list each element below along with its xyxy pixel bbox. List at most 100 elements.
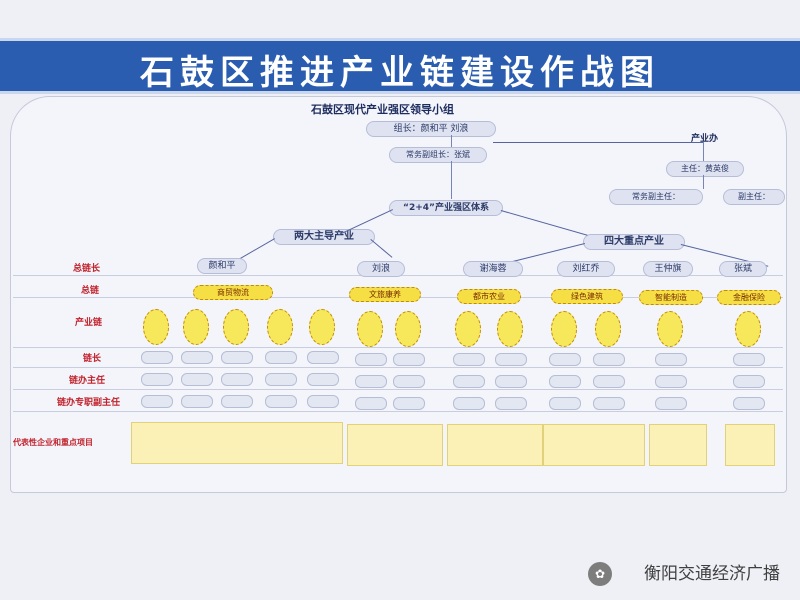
office-deputy-node	[265, 395, 297, 408]
projects-block	[725, 424, 775, 466]
office-director-node	[495, 375, 527, 388]
office-deputy-box: 副主任：	[723, 189, 785, 205]
chain-leader-node	[307, 351, 339, 364]
title-banner: 石鼓区推进产业链建设作战图	[0, 38, 800, 94]
chief-leader-3: 谢海蓉	[463, 261, 523, 277]
wechat-icon: ✿	[588, 562, 612, 586]
chief-leader-1: 颜和平	[197, 258, 247, 274]
projects-block	[649, 424, 707, 466]
executive-deputy-box: 常务副组长：张斌	[389, 147, 487, 163]
chain-leader-node	[141, 351, 173, 364]
office-deputy-node	[221, 395, 253, 408]
chain-green-building: 绿色建筑	[551, 289, 623, 304]
chief-leader-2: 刘浪	[357, 261, 405, 277]
connector	[451, 135, 452, 147]
office-director-node	[733, 375, 765, 388]
office-director-node	[453, 375, 485, 388]
office-deputy-node	[141, 395, 173, 408]
office-deputy-node	[453, 397, 485, 410]
connector	[370, 239, 393, 258]
office-deputy-node	[393, 397, 425, 410]
office-deputy-node	[593, 397, 625, 410]
chain-leader-node	[453, 353, 485, 366]
row-label-chain-leader: 链长	[83, 354, 102, 364]
leaders-box: 组长：颜和平 刘浪	[366, 121, 496, 137]
connector	[703, 142, 704, 161]
industry-chain-oval	[357, 311, 383, 347]
chain-smart-manufacturing: 智能制造	[639, 290, 703, 305]
office-deputy-node	[181, 395, 213, 408]
office-director-node	[221, 373, 253, 386]
projects-block	[543, 424, 645, 466]
row-divider	[13, 347, 783, 348]
chain-leader-node	[355, 353, 387, 366]
chief-leader-6: 张斌	[719, 261, 767, 277]
connector	[500, 210, 588, 236]
office-deputy-node	[307, 395, 339, 408]
row-label-projects: 代表性企业和重点项目	[13, 438, 93, 447]
office-director-node	[655, 375, 687, 388]
row-label-office-deputy: 链办专职副主任	[57, 398, 121, 408]
office-exec-deputy-box: 常务副主任：	[609, 189, 703, 205]
office-deputy-node	[733, 397, 765, 410]
chain-leader-node	[733, 353, 765, 366]
office-director-node	[181, 373, 213, 386]
chain-culture-tourism: 文旅康养	[349, 287, 421, 302]
row-divider	[13, 367, 783, 368]
row-label-industry-chain: 产业链	[75, 318, 103, 328]
projects-block	[447, 424, 543, 466]
page-title: 石鼓区推进产业链建设作战图	[140, 53, 660, 93]
leadership-group-title: 石鼓区现代产业强区领导小组	[311, 103, 454, 116]
industry-chain-oval	[497, 311, 523, 347]
industry-chain-oval	[309, 309, 335, 345]
projects-block	[347, 424, 443, 466]
chain-leader-node	[593, 353, 625, 366]
connector	[703, 175, 704, 189]
office-deputy-node	[549, 397, 581, 410]
system-box: “2+4”产业强区体系	[389, 200, 503, 216]
row-divider	[13, 411, 783, 412]
chain-leader-node	[221, 351, 253, 364]
office-director-node	[307, 373, 339, 386]
office-director-node	[265, 373, 297, 386]
chain-finance-insurance: 金融保险	[717, 290, 781, 305]
chief-leader-4: 刘红乔	[557, 261, 615, 277]
row-label-chief-chain: 总链	[81, 286, 100, 296]
industry-chain-oval	[735, 311, 761, 347]
office-director-node	[549, 375, 581, 388]
chain-leader-node	[393, 353, 425, 366]
industry-chain-oval	[395, 311, 421, 347]
industry-chain-oval	[551, 311, 577, 347]
industry-chain-oval	[143, 309, 169, 345]
office-deputy-node	[655, 397, 687, 410]
office-director-box: 主任：黄英俊	[666, 161, 744, 177]
row-label-office-director: 链办主任	[69, 376, 106, 386]
row-label-chief-chain-leader: 总链长	[73, 264, 101, 274]
watermark-text: 衡阳交通经济广播	[644, 564, 780, 584]
row-divider	[13, 389, 783, 390]
office-director-node	[141, 373, 173, 386]
industry-chain-oval	[455, 311, 481, 347]
chain-leader-node	[549, 353, 581, 366]
chain-leader-node	[655, 353, 687, 366]
office-director-node	[593, 375, 625, 388]
connector	[451, 161, 452, 199]
industry-office-label: 产业办	[691, 134, 719, 144]
chain-leader-node	[265, 351, 297, 364]
main-industries-box: 两大主导产业	[273, 229, 375, 245]
industry-chain-oval	[223, 309, 249, 345]
office-deputy-node	[495, 397, 527, 410]
projects-block	[131, 422, 343, 464]
chain-urban-agriculture: 都市农业	[457, 289, 521, 304]
office-director-node	[393, 375, 425, 388]
diagram-board: 石鼓区现代产业强区领导小组 组长：颜和平 刘浪 常务副组长：张斌 产业办 主任：…	[10, 96, 787, 493]
industry-chain-oval	[183, 309, 209, 345]
chain-leader-node	[495, 353, 527, 366]
connector	[493, 142, 703, 143]
industry-chain-oval	[595, 311, 621, 347]
chief-leader-5: 王仲旗	[643, 261, 693, 277]
chain-trade-logistics: 商贸物流	[193, 285, 273, 300]
key-industries-box: 四大重点产业	[583, 234, 685, 250]
industry-chain-oval	[657, 311, 683, 347]
industry-chain-oval	[267, 309, 293, 345]
